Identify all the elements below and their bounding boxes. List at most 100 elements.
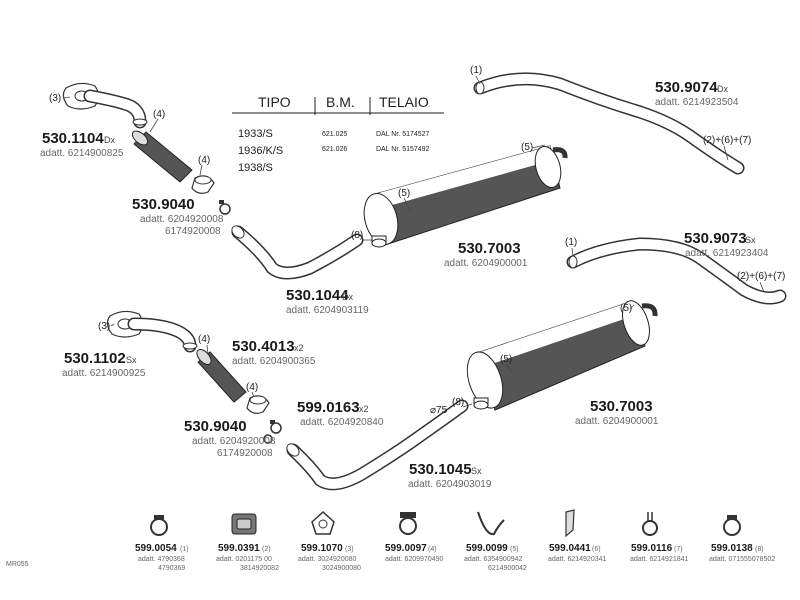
clamp-ring-icon: [150, 515, 168, 536]
table-header-tipo: TIPO: [258, 94, 291, 110]
hardware-ref: (4): [428, 546, 437, 553]
part-adatt: adatt. 6214923404: [685, 248, 769, 259]
hardware-number: 599.0391: [218, 543, 260, 554]
callout-1: (1): [565, 237, 577, 248]
part-side: x2: [359, 404, 369, 414]
part-adatt: adatt. 6204920008: [192, 436, 276, 447]
part-adatt: adatt. 6204900365: [232, 356, 316, 367]
part-adatt: adatt. 6214923504: [655, 97, 739, 108]
flange-gasket-icon: [311, 510, 335, 535]
callout-3: (3): [49, 93, 61, 104]
part-number: 530.1044: [286, 287, 349, 304]
table-row-bm: 621.025: [322, 131, 347, 138]
intermediate-pipe-dx-drawing: [231, 225, 364, 280]
hardware-ref: (6): [592, 546, 601, 553]
hardware-ref: (7): [674, 546, 683, 553]
callout-4: (4): [246, 382, 258, 393]
callout-5: (5): [398, 188, 410, 199]
muffler-upper-drawing: [363, 145, 568, 248]
part-number: 530.9040: [132, 196, 195, 213]
strap-hanger-icon: [477, 511, 505, 536]
callout-combo: (2)+(6)+(7): [703, 135, 751, 146]
hardware-ref: (2): [262, 546, 271, 553]
part-adatt: adatt. 6204903019: [408, 479, 492, 490]
tail-pipe-sx-drawing: [566, 237, 787, 305]
hardware-adatt-alt: 4790369: [158, 565, 185, 572]
rubber-block-icon: [231, 513, 257, 535]
callout-3: (3): [98, 321, 110, 332]
part-number: 530.1045: [409, 461, 472, 478]
hardware-adatt: adatt. 4790368: [138, 556, 185, 563]
pipe-clamp-icon: [399, 512, 417, 535]
table-row-tipo: 1936/K/S: [238, 145, 283, 157]
hardware-ref: (3): [345, 546, 354, 553]
table-header-telaio: TELAIO: [379, 94, 429, 110]
hardware-adatt: adatt. 071555078502: [709, 556, 775, 563]
table-row-bm: 621.026: [322, 146, 347, 153]
callout-5: (5): [620, 303, 632, 314]
part-adatt-alt: 6174920008: [217, 448, 273, 459]
part-side: Dx: [104, 135, 115, 145]
hose-clamp-icon: [723, 515, 741, 536]
part-number: 530.4013: [232, 338, 295, 355]
spec-table: TIPO B.M. TELAIO 1933/S 621.025 DAL Nr. …: [232, 94, 444, 174]
hardware-number: 599.0116: [631, 543, 673, 554]
callout-8: (8): [351, 230, 363, 241]
part-number: 599.0163: [297, 399, 360, 416]
part-adatt: adatt. 6204920008: [140, 214, 224, 225]
hardware-adatt: adatt. 6214920341: [548, 556, 606, 563]
part-number: 530.1102: [64, 350, 126, 367]
clamp-dx-drawing: [219, 200, 231, 215]
part-side: Dx: [717, 84, 728, 94]
hardware-ref: (1): [180, 546, 189, 553]
part-side: x2: [294, 343, 304, 353]
muffler-lower-drawing: [466, 300, 658, 411]
hardware-number: 599.0099: [466, 543, 508, 554]
part-side: Sx: [471, 466, 482, 476]
callouts: (3) (4) (4) (8) (5) (5) (1) (2)+(6)+(7) …: [49, 65, 785, 416]
part-adatt: adatt. 6214900825: [40, 148, 124, 159]
part-number: 530.9040: [184, 418, 247, 435]
table-row-telaio: DAL Nr. 5157492: [376, 146, 430, 153]
hardware-number: 599.0138: [711, 543, 753, 554]
part-adatt: adatt. 6204903119: [286, 305, 369, 316]
table-row-telaio: DAL Nr. 5174527: [376, 131, 430, 138]
hardware-adatt: adatt. 3024920080: [298, 556, 356, 563]
part-side: Sx: [126, 355, 137, 365]
hardware-adatt-alt: 6214900042: [488, 565, 527, 572]
flex-hose-dx-drawing: [131, 130, 193, 183]
flex-hose-sx-drawing: [196, 349, 247, 403]
sleeve-dx-drawing: [191, 175, 215, 194]
part-adatt: adatt. 6204920840: [300, 417, 384, 428]
callout-8: (8): [452, 397, 464, 408]
part-adatt-alt: 6174920008: [165, 226, 221, 237]
hardware-ref: (5): [510, 546, 519, 553]
sleeve-sx-drawing: [246, 395, 270, 414]
intermediate-pipe-sx-drawing: [286, 399, 469, 491]
part-adatt: adatt. 6204900001: [444, 258, 528, 269]
callout-5: (5): [521, 142, 533, 153]
hardware-number: 599.1070: [301, 543, 343, 554]
callout-4: (4): [153, 109, 165, 120]
part-number: 530.1104: [42, 130, 104, 147]
hardware-number: 599.0097: [385, 543, 427, 554]
hardware-adatt: adatt. 6354900942: [464, 556, 522, 563]
hardware-adatt-alt: 3024900080: [322, 565, 361, 572]
hardware-row: 599.0054 (1) adatt. 4790368 4790369 599.…: [135, 509, 775, 572]
hardware-adatt: adatt. 0201175 00: [216, 556, 272, 563]
callout-4: (4): [198, 334, 210, 345]
table-row-tipo: 1938/S: [238, 162, 273, 174]
hardware-adatt-alt: 3814920082: [240, 565, 279, 572]
part-adatt: adatt. 6204900001: [575, 416, 659, 427]
part-number: 530.9074: [655, 79, 718, 96]
table-header-bm: B.M.: [326, 94, 355, 110]
hardware-number: 599.0441: [549, 543, 591, 554]
front-pipe-dx-drawing: [62, 82, 148, 129]
table-row-tipo: 1933/S: [238, 128, 273, 140]
part-number: 530.9073: [684, 230, 747, 247]
hardware-number: 599.0054: [135, 543, 177, 554]
hanger-clamp-icon: [642, 512, 658, 536]
callout-4: (4): [198, 155, 210, 166]
callout-combo: (2)+(6)+(7): [737, 271, 785, 282]
